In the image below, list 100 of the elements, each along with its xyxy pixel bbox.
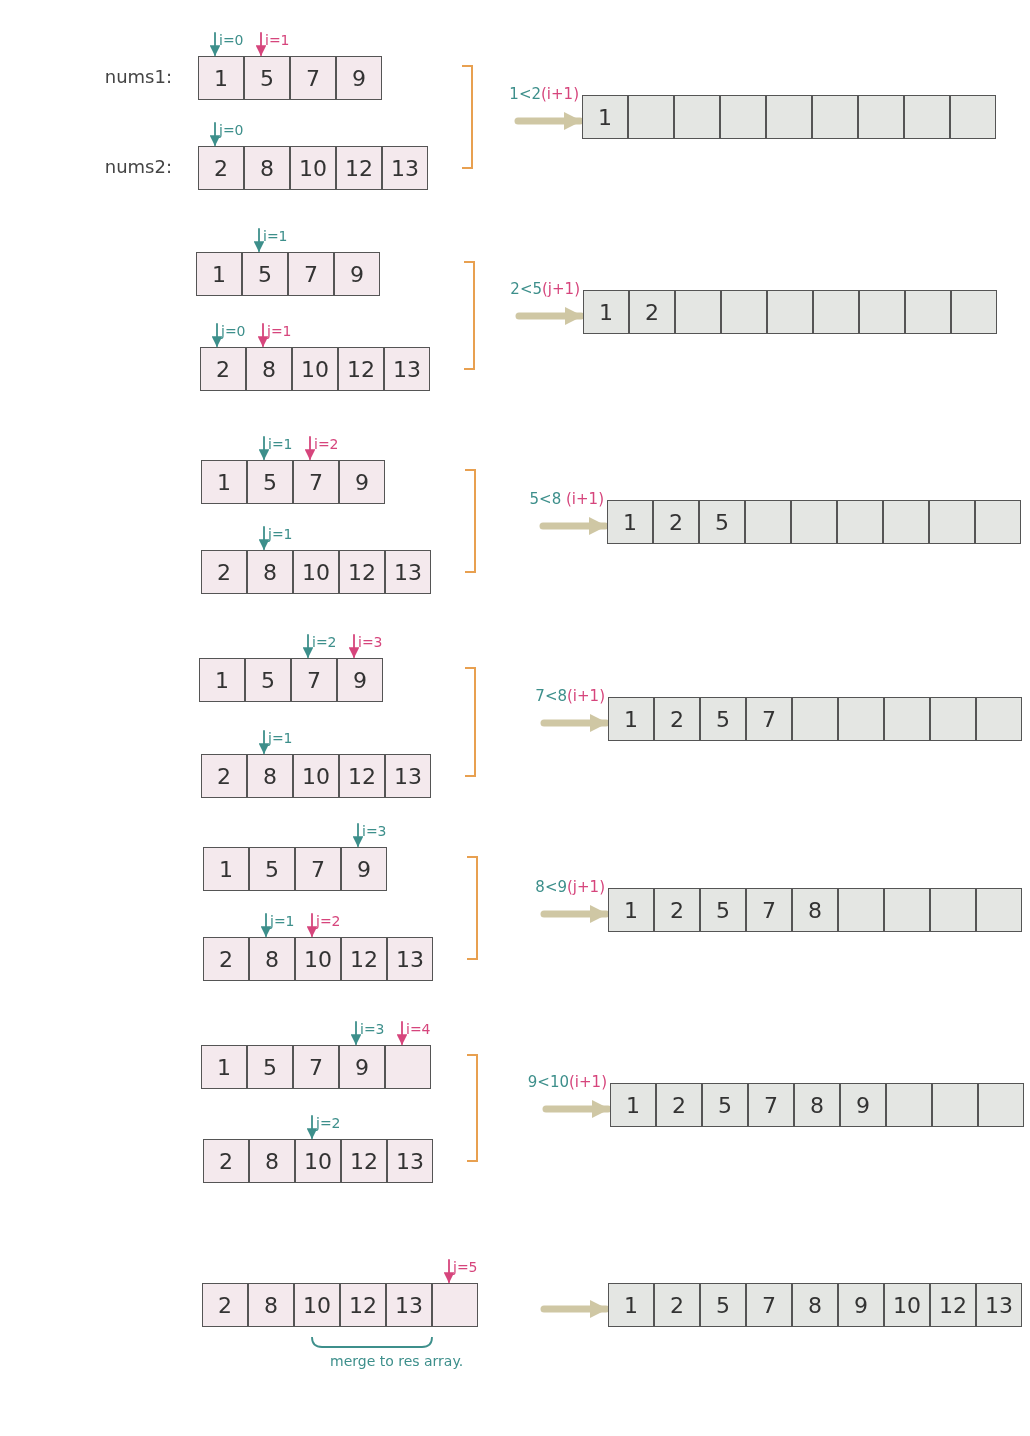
result-cell: 5	[700, 1283, 746, 1327]
array-cell: 2	[202, 1283, 248, 1327]
pointer-label: i=2	[309, 436, 339, 452]
pointer-label: j=1	[265, 913, 295, 929]
array-cell: 7	[288, 252, 334, 296]
array	[200, 347, 430, 391]
array-cell: 7	[291, 658, 337, 702]
pointer-arrow	[304, 436, 316, 461]
result-array	[583, 290, 997, 334]
array	[198, 146, 428, 190]
edge-label: 5<8 (i+1)	[529, 490, 604, 508]
array	[196, 252, 380, 296]
pointer-label: i=3	[355, 1021, 385, 1037]
array-cell: 1	[199, 658, 245, 702]
array-cell: 9	[334, 252, 380, 296]
pointer-label: i=3	[353, 634, 383, 650]
pointer-arrow	[352, 823, 364, 848]
array-cell: 7	[293, 460, 339, 504]
array	[201, 550, 431, 594]
pointer-label: j=1	[262, 323, 292, 339]
pointer-label: i=3	[357, 823, 387, 839]
array-cell: 1	[201, 460, 247, 504]
result-cell: 1	[607, 500, 653, 544]
result-array	[610, 1083, 1024, 1127]
result-cell: 2	[654, 888, 700, 932]
result-cell: 7	[748, 1083, 794, 1127]
arrow	[542, 1099, 612, 1119]
array-cell: 8	[249, 1139, 295, 1183]
array	[203, 847, 387, 891]
array-cell: 8	[247, 754, 293, 798]
pointer-label: j=1	[263, 730, 293, 746]
pointer-arrow	[255, 32, 267, 57]
array-cell: 9	[336, 56, 382, 100]
array-cell: 13	[384, 347, 430, 391]
result-cell: 2	[654, 697, 700, 741]
array-cell: 2	[203, 937, 249, 981]
pointer-arrow	[209, 32, 221, 57]
array	[202, 1283, 478, 1327]
result-cell: 7	[746, 888, 792, 932]
array-cell: 12	[339, 754, 385, 798]
array-cell: 1	[198, 56, 244, 100]
array-cell: 2	[201, 754, 247, 798]
array	[198, 56, 382, 100]
array-cell: 9	[341, 847, 387, 891]
result-array	[582, 95, 996, 139]
array-cell: 12	[339, 550, 385, 594]
result-cell: 8	[792, 1283, 838, 1327]
result-cell: 8	[792, 888, 838, 932]
pointer-arrow	[348, 634, 360, 659]
array-cell: 12	[338, 347, 384, 391]
arrow	[539, 516, 609, 536]
array-cell: 10	[293, 550, 339, 594]
pointer-label: j=1	[263, 526, 293, 542]
array-label: nums2:	[104, 156, 172, 177]
array-cell: 1	[201, 1045, 247, 1089]
pointer-arrow	[209, 122, 221, 147]
pointer-label: i=0	[214, 32, 244, 48]
array	[201, 754, 431, 798]
result-cell: 5	[702, 1083, 748, 1127]
pointer-arrow	[253, 228, 265, 253]
result-cell: 1	[610, 1083, 656, 1127]
pointer-label: j=0	[214, 122, 244, 138]
result-cell: 1	[583, 290, 629, 334]
array-cell: 10	[293, 754, 339, 798]
pointer-arrow	[350, 1021, 362, 1046]
note-text: merge to res array.	[330, 1353, 464, 1369]
array-cell: 5	[247, 1045, 293, 1089]
edge-label: 8<9(j+1)	[535, 878, 605, 896]
array-label: nums1:	[104, 66, 172, 87]
pointer-arrow	[306, 913, 318, 938]
arrow	[540, 1299, 610, 1319]
result-array	[608, 888, 1022, 932]
pointer-arrow	[211, 323, 223, 348]
array-cell: 13	[385, 550, 431, 594]
result-cell: 1	[608, 1283, 654, 1327]
array	[201, 1045, 431, 1089]
result-cell: 7	[746, 1283, 792, 1327]
array	[201, 460, 385, 504]
pointer-label: i=1	[260, 32, 290, 48]
array-cell: 8	[249, 937, 295, 981]
pointer-arrow	[443, 1259, 455, 1284]
array-cell: 5	[245, 658, 291, 702]
result-array	[607, 500, 1021, 544]
array-cell: 7	[293, 1045, 339, 1089]
result-cell: 5	[700, 697, 746, 741]
array	[203, 937, 433, 981]
pointer-arrow	[306, 1115, 318, 1140]
edge-label: 2<5(j+1)	[510, 280, 580, 298]
result-cell: 12	[930, 1283, 976, 1327]
array	[203, 1139, 433, 1183]
result-cell: 5	[699, 500, 745, 544]
result-cell: 8	[794, 1083, 840, 1127]
result-array	[608, 1283, 1022, 1327]
array-cell: 2	[201, 550, 247, 594]
pointer-arrow	[258, 730, 270, 755]
result-cell: 2	[629, 290, 675, 334]
arrow	[514, 111, 584, 131]
pointer-label: i=2	[307, 634, 337, 650]
edge-label: 7<8(i+1)	[535, 687, 605, 705]
pointer-label: i=1	[258, 228, 288, 244]
